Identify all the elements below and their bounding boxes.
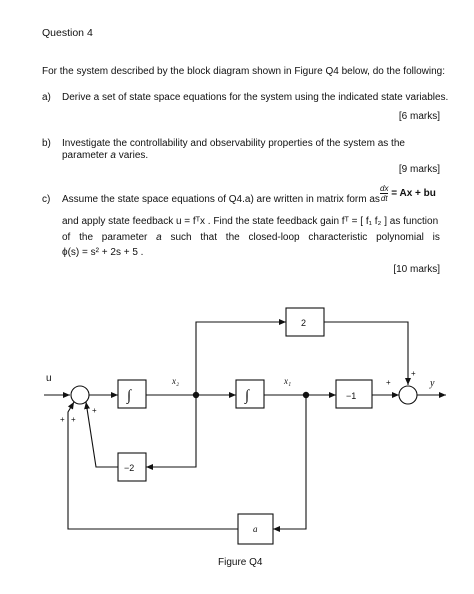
part-c-line3-word: is bbox=[432, 232, 440, 243]
gain-neg1-block bbox=[335, 379, 373, 409]
part-c-line3-word: parameter bbox=[101, 232, 148, 243]
part-a-text: Derive a set of state space equations fo… bbox=[62, 92, 449, 103]
summing-junction-2 bbox=[398, 385, 418, 405]
integrator-1-block bbox=[117, 379, 147, 409]
node1-to-gain2-line bbox=[195, 319, 286, 395]
gain2-to-sum2-line bbox=[324, 321, 411, 385]
integrator-2-symbol: ∫ bbox=[244, 388, 251, 404]
part-b-line2-prefix: parameter bbox=[62, 150, 111, 161]
part-c-line3-word: that bbox=[200, 232, 218, 243]
gain-a-to-sum1-line bbox=[67, 401, 238, 530]
part-b-line2: parameter a varies. bbox=[62, 150, 148, 161]
part-c-line3-word: such bbox=[170, 232, 192, 243]
question-title: Question 4 bbox=[42, 27, 93, 39]
gain-neg2-to-sum1-line bbox=[84, 401, 118, 468]
parameter-a: a bbox=[110, 150, 116, 161]
part-c-line3-word: the bbox=[79, 232, 94, 243]
derivative-fraction: dx dt bbox=[380, 184, 389, 203]
part-b-line2-suffix: varies. bbox=[115, 150, 149, 161]
part-c-line1: Assume the state space equations of Q4.a… bbox=[62, 194, 380, 205]
state-equation-rhs: = Ax + bu bbox=[391, 188, 436, 200]
derivative-numerator: dx bbox=[380, 184, 389, 193]
output-label: y bbox=[429, 378, 435, 389]
part-a-marks: [6 marks] bbox=[398, 111, 440, 122]
sum1-sign-middle: + bbox=[71, 415, 76, 424]
part-c-line2: and apply state feedback u = fᵀx . Find … bbox=[62, 216, 439, 227]
part-c-line3-word: the bbox=[225, 232, 240, 243]
node2-to-gain-a-line bbox=[273, 395, 307, 532]
part-b-line1: Investigate the controllability and obse… bbox=[62, 138, 405, 149]
state-x1-label: x₁ bbox=[283, 376, 291, 386]
part-c-line4: ϕ(s) = s² + 2s + 5 . bbox=[62, 247, 144, 258]
gain-2-label: 2 bbox=[301, 318, 306, 328]
part-a-label: a) bbox=[42, 92, 51, 103]
state-equation: dx dt = Ax + bu bbox=[380, 184, 436, 203]
integrator-1-symbol: ∫ bbox=[126, 388, 133, 404]
part-c-marks: [10 marks] bbox=[393, 264, 440, 275]
part-c-line3-word: characteristic bbox=[308, 232, 368, 243]
branch-node-1 bbox=[192, 391, 200, 399]
part-b-label: b) bbox=[42, 138, 51, 149]
gain-neg1-label: −1 bbox=[346, 391, 356, 401]
derivative-denominator: dt bbox=[380, 193, 389, 203]
sum2-sign-left: + bbox=[386, 378, 391, 387]
integrator-2-block bbox=[235, 379, 265, 409]
state-x2-label: x₂ bbox=[171, 376, 179, 386]
sum1-sign-right: + bbox=[92, 406, 97, 415]
part-c-line3-word: polynomial bbox=[376, 232, 424, 243]
gain-neg2-label: −2 bbox=[124, 463, 134, 473]
summing-junction-1 bbox=[70, 385, 90, 405]
input-label: u bbox=[46, 373, 52, 384]
part-c-line3-word: closed-loop bbox=[248, 232, 300, 243]
part-c-line3-word: a bbox=[156, 232, 162, 243]
part-c-line3-word: of bbox=[62, 232, 71, 243]
gain-a-label: a bbox=[253, 524, 258, 534]
question-intro: For the system described by the block di… bbox=[42, 66, 445, 77]
sum2-sign-top: + bbox=[411, 369, 416, 378]
node1-to-gain-neg2-line bbox=[146, 395, 197, 470]
branch-node-2 bbox=[302, 391, 310, 399]
sum1-sign-left: + bbox=[60, 415, 65, 424]
figure-caption: Figure Q4 bbox=[218, 557, 263, 568]
part-c-label: c) bbox=[42, 194, 51, 205]
part-b-marks: [9 marks] bbox=[398, 164, 440, 175]
